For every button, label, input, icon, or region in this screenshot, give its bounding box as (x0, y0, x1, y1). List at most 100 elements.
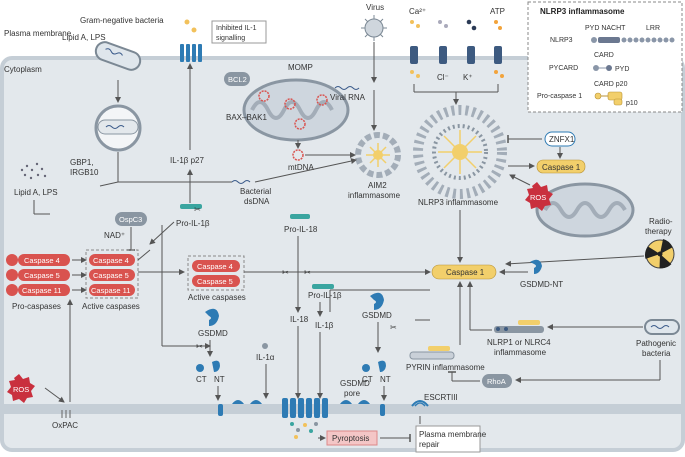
legend-p10: p10 (626, 100, 638, 107)
active-caspases-mid-box (187, 255, 245, 291)
nt-left-label: NT (214, 375, 225, 384)
gsdmd-ct-nt-mid-icon (362, 360, 386, 372)
bax-bak1-label: BAX–BAK1 (226, 113, 267, 122)
legend-lrr: LRR (646, 25, 660, 32)
caspase1-main-badge (431, 264, 497, 280)
mtdna-icon (292, 149, 304, 161)
legend-title: NLRP3 inflammasome (540, 7, 625, 16)
legend-pyd: PYD (615, 66, 629, 73)
mtdna-label: mtDNA (288, 163, 314, 172)
legend-card-p20: CARD p20 (594, 81, 628, 88)
nlrp1-nlrc4-icon (494, 320, 544, 333)
nlrp3-domain-icon (591, 37, 675, 43)
pm-repair-label-1: Plasma membrane (419, 430, 487, 439)
virus-label: Virus (366, 3, 384, 12)
bacterial-dsdna-label-1: Bacterial (240, 187, 271, 196)
nlrp3-inflammasome-icon (413, 105, 507, 199)
pro-il18-icon (290, 214, 310, 219)
gsdmd-mid-icon (370, 292, 384, 310)
gsdmd-pore-label-2: pore (344, 389, 361, 398)
escrtiii-label: ESCRTIII (424, 393, 458, 402)
bottom-membrane (2, 404, 683, 414)
il1b-p27-molecules-icon (184, 19, 197, 33)
ion-dots-icon (410, 19, 504, 78)
mitochondrion-momp-icon (242, 78, 350, 142)
atp-label: ATP (490, 7, 505, 16)
pycard-domain-icon (593, 65, 612, 71)
ros-left-icon (7, 374, 35, 403)
lps-dots-icon (20, 162, 47, 180)
legend-nlrp3: NLRP3 (550, 37, 573, 44)
aim2-label-2: inflammasome (348, 191, 401, 200)
momp-label: MOMP (288, 63, 313, 72)
released-molecules-icon (290, 422, 318, 439)
znfx1-label: ZNFX1 (549, 135, 575, 144)
scissors-5: ✂ (390, 323, 397, 332)
active-caspase11 (89, 284, 135, 296)
pro-caspase5-row (6, 269, 70, 281)
oxpac-label: OxPAC (52, 421, 78, 430)
pro-caspase1-domain-icon (594, 91, 623, 106)
pro-il18-label: Pro-IL-18 (284, 225, 318, 234)
ros-left-label: ROS (13, 385, 29, 394)
inhibited-il1-label-2: signalling (216, 35, 245, 42)
active-caspase4-mid-label: Caspase 4 (197, 262, 233, 271)
mitochondrion-ros-icon (535, 182, 635, 238)
inhibited-il1-label-1: Inhibited IL-1 (216, 25, 257, 32)
ospc3-badge (115, 212, 147, 226)
gsdmd-membrane-insertions-icon (218, 400, 385, 416)
active-caspase11-label: Caspase 11 (91, 286, 130, 295)
pro-caspase4-row (6, 254, 70, 266)
ca-label: Ca²⁺ (409, 7, 426, 16)
viral-rna-icon (334, 86, 360, 90)
legend-pycard: PYCARD (549, 65, 578, 72)
viral-rna-label: Viral RNA (330, 93, 366, 102)
il1b-p27-label: IL-1β p27 (170, 156, 205, 165)
active-caspase5 (89, 269, 135, 281)
active-caspases-label: Active caspases (82, 302, 140, 311)
active-caspase4 (89, 254, 135, 266)
caspase1-small-label: Caspase 1 (542, 163, 581, 172)
bcl2-label: BCL2 (228, 75, 247, 84)
pyrin-icon (409, 346, 455, 360)
radiation-icon (645, 239, 675, 269)
ct-left-label: CT (196, 375, 207, 384)
znfx1-badge (544, 131, 576, 147)
ros-right-label: ROS (530, 193, 546, 202)
gbp1-label: GBP1, (70, 158, 94, 167)
active-caspase4-label: Caspase 4 (93, 256, 129, 265)
legend-box (527, 1, 683, 113)
active-caspase5-mid (192, 275, 240, 287)
pro-il1b-mid-icon (312, 284, 334, 289)
active-caspase5-mid-label: Caspase 5 (197, 277, 233, 286)
pro-caspases-label: Pro-caspases (12, 302, 61, 311)
pro-caspase11-label: Caspase 11 (22, 286, 61, 295)
cytoplasm-label: Cytoplasm (4, 65, 42, 74)
gsdmd-left-label: GSDMD (198, 329, 228, 338)
oxpac-icon (61, 410, 71, 418)
bacterial-dsdna-icon (231, 180, 251, 184)
pro-caspase11-row (6, 284, 70, 296)
ion-channels-icon (410, 46, 502, 64)
gsdmd-pore-icon (282, 398, 328, 418)
ct-mid-label: CT (362, 375, 373, 384)
nad-label: NAD⁺ (104, 231, 125, 240)
cell-cytoplasm (0, 56, 685, 452)
bacterium-icon (94, 41, 142, 71)
nlrp3-inflammasome-label: NLRP3 inflammasome (418, 198, 499, 207)
pyrin-label: PYRIN inflammasome (406, 363, 485, 372)
caspase1-main-label: Caspase 1 (446, 268, 485, 277)
scissors-2: ✂ (282, 268, 289, 277)
pm-repair-box (415, 425, 481, 453)
bcl2-badge (224, 72, 250, 86)
active-caspase4-mid (192, 260, 240, 272)
pro-il1b-left-icon (180, 204, 202, 209)
pro-il1b-left-label: Pro-IL-1β (176, 219, 210, 228)
irgb10-label: IRGB10 (70, 168, 99, 177)
legend-pro-caspase1: Pro-caspase 1 (537, 93, 582, 100)
caspase1-small-badge (536, 159, 586, 174)
vesicle-icon (94, 104, 142, 152)
gsdmd-nt-right-label: GSDMD-NT (520, 280, 563, 289)
pro-caspase4-label: Caspase 4 (24, 256, 60, 265)
